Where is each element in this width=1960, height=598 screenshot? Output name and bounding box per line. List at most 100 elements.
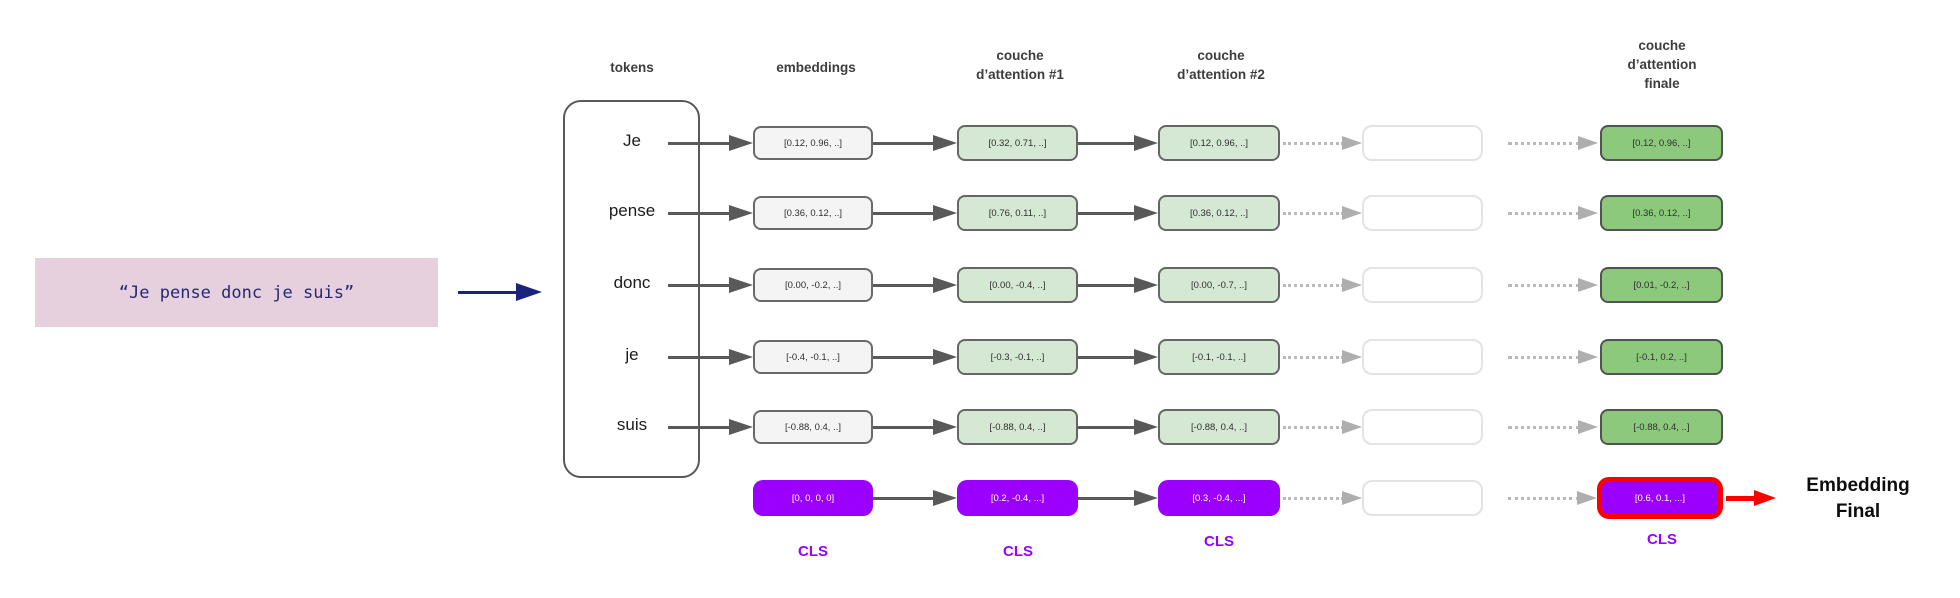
token-label: je	[625, 345, 639, 364]
final-attention-box: [0.01, -0.2, ..]	[1600, 267, 1723, 303]
flow-arrow-icon	[668, 134, 753, 152]
token-label: pense	[608, 201, 656, 220]
flow-arrow-icon	[873, 489, 957, 507]
attention2-box: [0.36, 0.12, ..]	[1158, 195, 1280, 231]
cls-label: CLS	[798, 543, 828, 560]
flow-arrow-icon	[873, 276, 957, 294]
cls-attention1-box: [0.2, -0.4, ...]	[957, 480, 1078, 516]
hidden-layer-box	[1362, 125, 1483, 161]
flow-arrow-icon	[1078, 489, 1158, 507]
flow-arrow-icon	[873, 204, 957, 222]
flow-arrow-icon	[1078, 134, 1158, 152]
attention2-box: [-0.88, 0.4, ..]	[1158, 409, 1280, 445]
dotted-arrow-icon	[1508, 134, 1598, 152]
cls-label: CLS	[1647, 531, 1677, 548]
dotted-arrow-icon	[1508, 348, 1598, 366]
attention1-value: [0.32, 0.71, ..]	[988, 137, 1047, 149]
attention1-value: [0.76, 0.11, ..]	[988, 207, 1047, 219]
dotted-arrow-icon	[1283, 348, 1362, 366]
embedding-box: [-0.88, 0.4, ..]	[753, 410, 873, 444]
dotted-arrow-icon	[1283, 204, 1362, 222]
dotted-arrow-icon	[1283, 276, 1362, 294]
final-value: [-0.1, 0.2, ..]	[1636, 351, 1687, 363]
attention2-box: [-0.1, -0.1, ..]	[1158, 339, 1280, 375]
flow-arrow-icon	[1078, 418, 1158, 436]
input-sentence-box: “Je pense donc je suis”	[35, 258, 438, 327]
attention1-box: [0.32, 0.71, ..]	[957, 125, 1078, 161]
embedding-value: [-0.88, 0.4, ..]	[785, 421, 841, 433]
cls-label: CLS	[1003, 543, 1033, 560]
cls-label: CLS	[1204, 533, 1234, 550]
hidden-layer-box	[1362, 409, 1483, 445]
input-sentence-text: “Je pense donc je suis”	[118, 282, 355, 303]
header-tokens: tokens	[610, 60, 654, 75]
flow-arrow-icon	[668, 348, 753, 366]
flow-arrow-icon	[668, 204, 753, 222]
final-attention-box: [-0.1, 0.2, ..]	[1600, 339, 1723, 375]
output-embedding-label: Embedding Final	[1806, 475, 1910, 522]
tokens-container-box	[563, 100, 700, 478]
final-value: [-0.88, 0.4, ..]	[1633, 421, 1690, 433]
final-attention-box: [0.36, 0.12, ..]	[1600, 195, 1723, 231]
flow-arrow-icon	[873, 134, 957, 152]
flow-arrow-icon	[668, 276, 753, 294]
dotted-arrow-icon	[1283, 418, 1362, 436]
attention1-box: [-0.3, -0.1, ..]	[957, 339, 1078, 375]
dotted-arrow-icon	[1508, 276, 1598, 294]
dotted-arrow-icon	[1508, 489, 1597, 507]
attention2-value: [-0.1, -0.1, ..]	[1192, 351, 1246, 363]
cls-final-box-highlighted: [0.6, 0.1, ...]	[1597, 477, 1723, 519]
hidden-layer-box	[1362, 267, 1483, 303]
final-value: [0.36, 0.12, ..]	[1632, 207, 1691, 219]
embedding-box: [-0.4, -0.1, ..]	[753, 340, 873, 374]
attention2-value: [0.00, -0.7, ..]	[1191, 279, 1247, 291]
attention2-value: [0.36, 0.12, ..]	[1189, 207, 1249, 219]
final-attention-box: [0.12, 0.96, ..]	[1600, 125, 1723, 161]
attention2-box: [0.12, 0.96, ..]	[1158, 125, 1280, 161]
cls-attention1-value: [0.2, -0.4, ...]	[990, 492, 1045, 504]
dotted-arrow-icon	[1283, 134, 1362, 152]
attention1-box: [-0.88, 0.4, ..]	[957, 409, 1078, 445]
token-label: Je	[623, 131, 641, 150]
embedding-box: [0.36, 0.12, ..]	[753, 196, 873, 230]
hidden-layer-box	[1362, 339, 1483, 375]
dotted-arrow-icon	[1508, 204, 1598, 222]
input-arrow-icon	[458, 283, 542, 303]
embedding-box: [0.00, -0.2, ..]	[753, 268, 873, 302]
output-arrow-icon	[1726, 489, 1776, 507]
embedding-value: [0.36, 0.12, ..]	[783, 207, 843, 219]
attention2-value: [-0.88, 0.4, ..]	[1191, 421, 1247, 433]
header-embeddings: embeddings	[776, 60, 856, 75]
hidden-layer-box	[1362, 195, 1483, 231]
attention1-box: [0.76, 0.11, ..]	[957, 195, 1078, 231]
hidden-layer-box	[1362, 480, 1483, 516]
header-attention-final: couche d’attention finale	[1627, 38, 1697, 91]
header-attention-2: couche d’attention #2	[1177, 48, 1265, 82]
final-attention-box: [-0.88, 0.4, ..]	[1600, 409, 1723, 445]
final-value: [0.01, -0.2, ..]	[1633, 279, 1690, 291]
flow-arrow-icon	[873, 418, 957, 436]
attention1-value: [-0.88, 0.4, ..]	[989, 421, 1046, 433]
attention1-value: [0.00, -0.4, ..]	[989, 279, 1046, 291]
dotted-arrow-icon	[1283, 489, 1362, 507]
header-attention-1: couche d’attention #1	[976, 48, 1064, 82]
embedding-value: [0.12, 0.96, ..]	[783, 137, 843, 149]
attention1-value: [-0.3, -0.1, ..]	[990, 351, 1045, 363]
attention2-value: [0.12, 0.96, ..]	[1189, 137, 1249, 149]
flow-arrow-icon	[1078, 276, 1158, 294]
embedding-value: [-0.4, -0.1, ..]	[786, 351, 840, 363]
embedding-box: [0.12, 0.96, ..]	[753, 126, 873, 160]
flow-arrow-icon	[668, 418, 753, 436]
attention2-box: [0.00, -0.7, ..]	[1158, 267, 1280, 303]
flow-arrow-icon	[873, 348, 957, 366]
cls-final-value: [0.6, 0.1, ...]	[1634, 492, 1686, 504]
token-label: suis	[616, 415, 648, 434]
attention1-box: [0.00, -0.4, ..]	[957, 267, 1078, 303]
cls-attention2-box: [0.3, -0.4, ...]	[1158, 480, 1280, 516]
cls-attention2-value: [0.3, -0.4, ...]	[1192, 492, 1246, 504]
cls-embedding-value: [0, 0, 0, 0]	[791, 492, 835, 504]
flow-arrow-icon	[1078, 348, 1158, 366]
dotted-arrow-icon	[1508, 418, 1598, 436]
token-label: donc	[613, 273, 651, 292]
